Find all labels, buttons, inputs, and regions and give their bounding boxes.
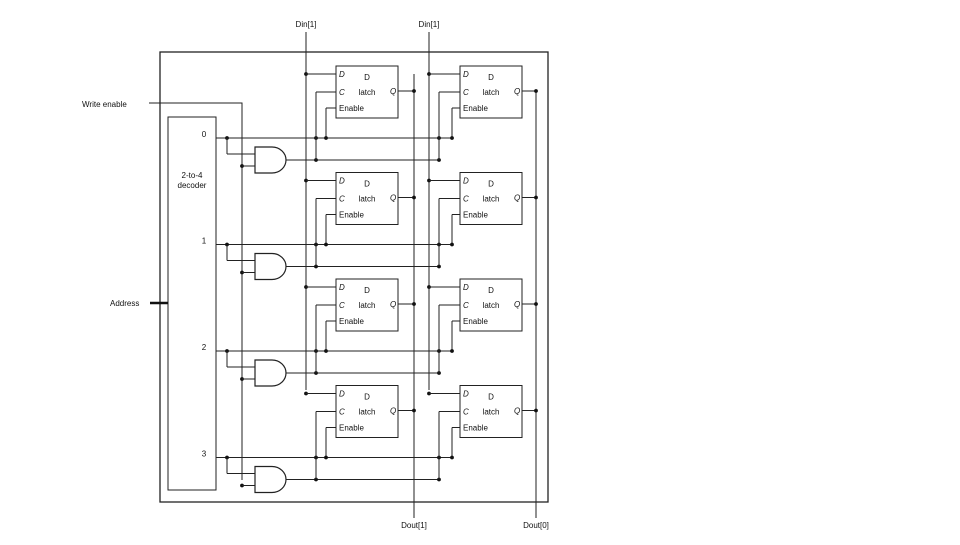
din-right-label: Din[1]	[419, 20, 440, 29]
latch-r3-c1-c-pin: C	[339, 408, 345, 417]
latch-r2-c0-c-pin: C	[463, 301, 469, 310]
latch-r1-c0-q-pin: Q	[514, 194, 520, 203]
latch-r1-c0-title-latch: latch	[483, 195, 500, 204]
row2-q-right-dot	[534, 302, 538, 306]
decoder-output-1: 1	[202, 237, 207, 246]
row1-and-gate	[254, 252, 287, 281]
latch-r0-c0-enable: Enable	[463, 104, 488, 113]
latch-r3-c1-enable: Enable	[339, 424, 364, 433]
latch-r2-c1-d-pin: D	[339, 283, 345, 292]
latch-r1-c1-c-pin: C	[339, 195, 345, 204]
latch-r3-c0-title-latch: latch	[483, 408, 500, 417]
latch-r3-c1-d-pin: D	[339, 390, 345, 399]
latch-r1-c1-enable: Enable	[339, 211, 364, 220]
row0-and-gate	[254, 146, 287, 174]
row0-en-left-dot	[324, 136, 328, 140]
decoder-output-0: 0	[202, 130, 207, 139]
latch-r1-c1-title-d: D	[364, 180, 370, 189]
row1-en-right-dot	[450, 242, 454, 247]
decoder-label-line1: 2-to-4	[182, 171, 203, 180]
decoder-block	[167, 116, 217, 491]
write-enable-label: Write enable	[82, 100, 127, 109]
latch-r3-c0-box	[459, 385, 523, 438]
decoder-output-2: 2	[202, 343, 207, 352]
latch-r3-c1-box	[335, 385, 399, 438]
latch-r2-c1-title-latch: latch	[359, 301, 376, 310]
latch-r2-c0-enable: Enable	[463, 317, 488, 326]
latch-r1-c0-enable: Enable	[463, 211, 488, 220]
latch-r0-c1-c-pin: C	[339, 88, 345, 97]
latch-r2-c0-d-pin: D	[463, 283, 469, 292]
latch-r2-c0-title-d: D	[488, 286, 494, 295]
latch-r0-c1-d-pin: D	[339, 70, 345, 79]
latch-r1-c1-q-pin: Q	[390, 194, 396, 203]
latch-r0-c1-title-d: D	[364, 73, 370, 82]
row1-q-left-dot	[412, 195, 416, 200]
latch-r2-c0-title-latch: latch	[483, 301, 500, 310]
latch-r3-c0-enable: Enable	[463, 424, 488, 433]
latch-r0-c1-title-latch: latch	[359, 88, 376, 97]
latch-r3-c0-q-pin: Q	[514, 407, 520, 416]
latch-r1-c0-box	[459, 172, 523, 225]
row2-q-left-dot	[412, 302, 416, 306]
row3-q-left-dot	[412, 408, 416, 413]
latch-r1-c1-title-latch: latch	[359, 195, 376, 204]
row3-q-right-dot	[534, 408, 538, 413]
address-label: Address	[110, 299, 139, 308]
latch-r2-c1-title-d: D	[364, 286, 370, 295]
latch-r1-c0-title-d: D	[488, 180, 494, 189]
row3-and-gate	[254, 465, 287, 494]
latch-r0-c0-d-pin: D	[463, 70, 469, 79]
dout-right-label: Dout[0]	[523, 521, 549, 530]
latch-r1-c0-d-pin: D	[463, 177, 469, 186]
row0-en-right-dot	[450, 136, 454, 140]
latch-r2-c1-box	[335, 278, 399, 332]
dout-left-label: Dout[1]	[401, 521, 427, 530]
row1-en-left-dot	[324, 242, 328, 247]
latch-r0-c0-q-pin: Q	[514, 87, 520, 96]
decoder-output-3: 3	[202, 450, 207, 459]
latch-r3-c0-title-d: D	[488, 393, 494, 402]
latch-r0-c1-q-pin: Q	[390, 87, 396, 96]
row2-en-right-dot	[450, 349, 454, 353]
din-left-label: Din[1]	[296, 20, 317, 29]
latch-r3-c1-title-d: D	[364, 393, 370, 402]
row3-en-right-dot	[450, 455, 454, 460]
write-enable-wire	[149, 102, 243, 480]
latch-r0-c0-c-pin: C	[463, 88, 469, 97]
latch-r3-c1-q-pin: Q	[390, 407, 396, 416]
latch-r3-c0-c-pin: C	[463, 408, 469, 417]
row3-en-left-dot	[324, 455, 328, 460]
latch-r3-c1-title-latch: latch	[359, 408, 376, 417]
latch-r1-c0-c-pin: C	[463, 195, 469, 204]
latch-r0-c1-enable: Enable	[339, 104, 364, 113]
latch-r2-c0-q-pin: Q	[514, 300, 520, 309]
latch-r2-c1-c-pin: C	[339, 301, 345, 310]
decoder-label-line2: decoder	[178, 181, 207, 190]
latch-r1-c1-d-pin: D	[339, 177, 345, 186]
latch-r0-c0-title-d: D	[488, 73, 494, 82]
row2-en-left-dot	[324, 349, 328, 353]
row2-and-gate	[254, 359, 287, 387]
latch-r2-c1-enable: Enable	[339, 317, 364, 326]
latch-r0-c1-box	[335, 65, 399, 119]
row0-q-right-dot	[534, 89, 538, 93]
latch-r0-c0-box	[459, 65, 523, 119]
row1-q-right-dot	[534, 195, 538, 200]
latch-r0-c0-title-latch: latch	[483, 88, 500, 97]
latch-r2-c1-q-pin: Q	[390, 300, 396, 309]
outer-board	[159, 51, 549, 503]
row0-q-left-dot	[412, 89, 416, 93]
latch-r3-c0-d-pin: D	[463, 390, 469, 399]
